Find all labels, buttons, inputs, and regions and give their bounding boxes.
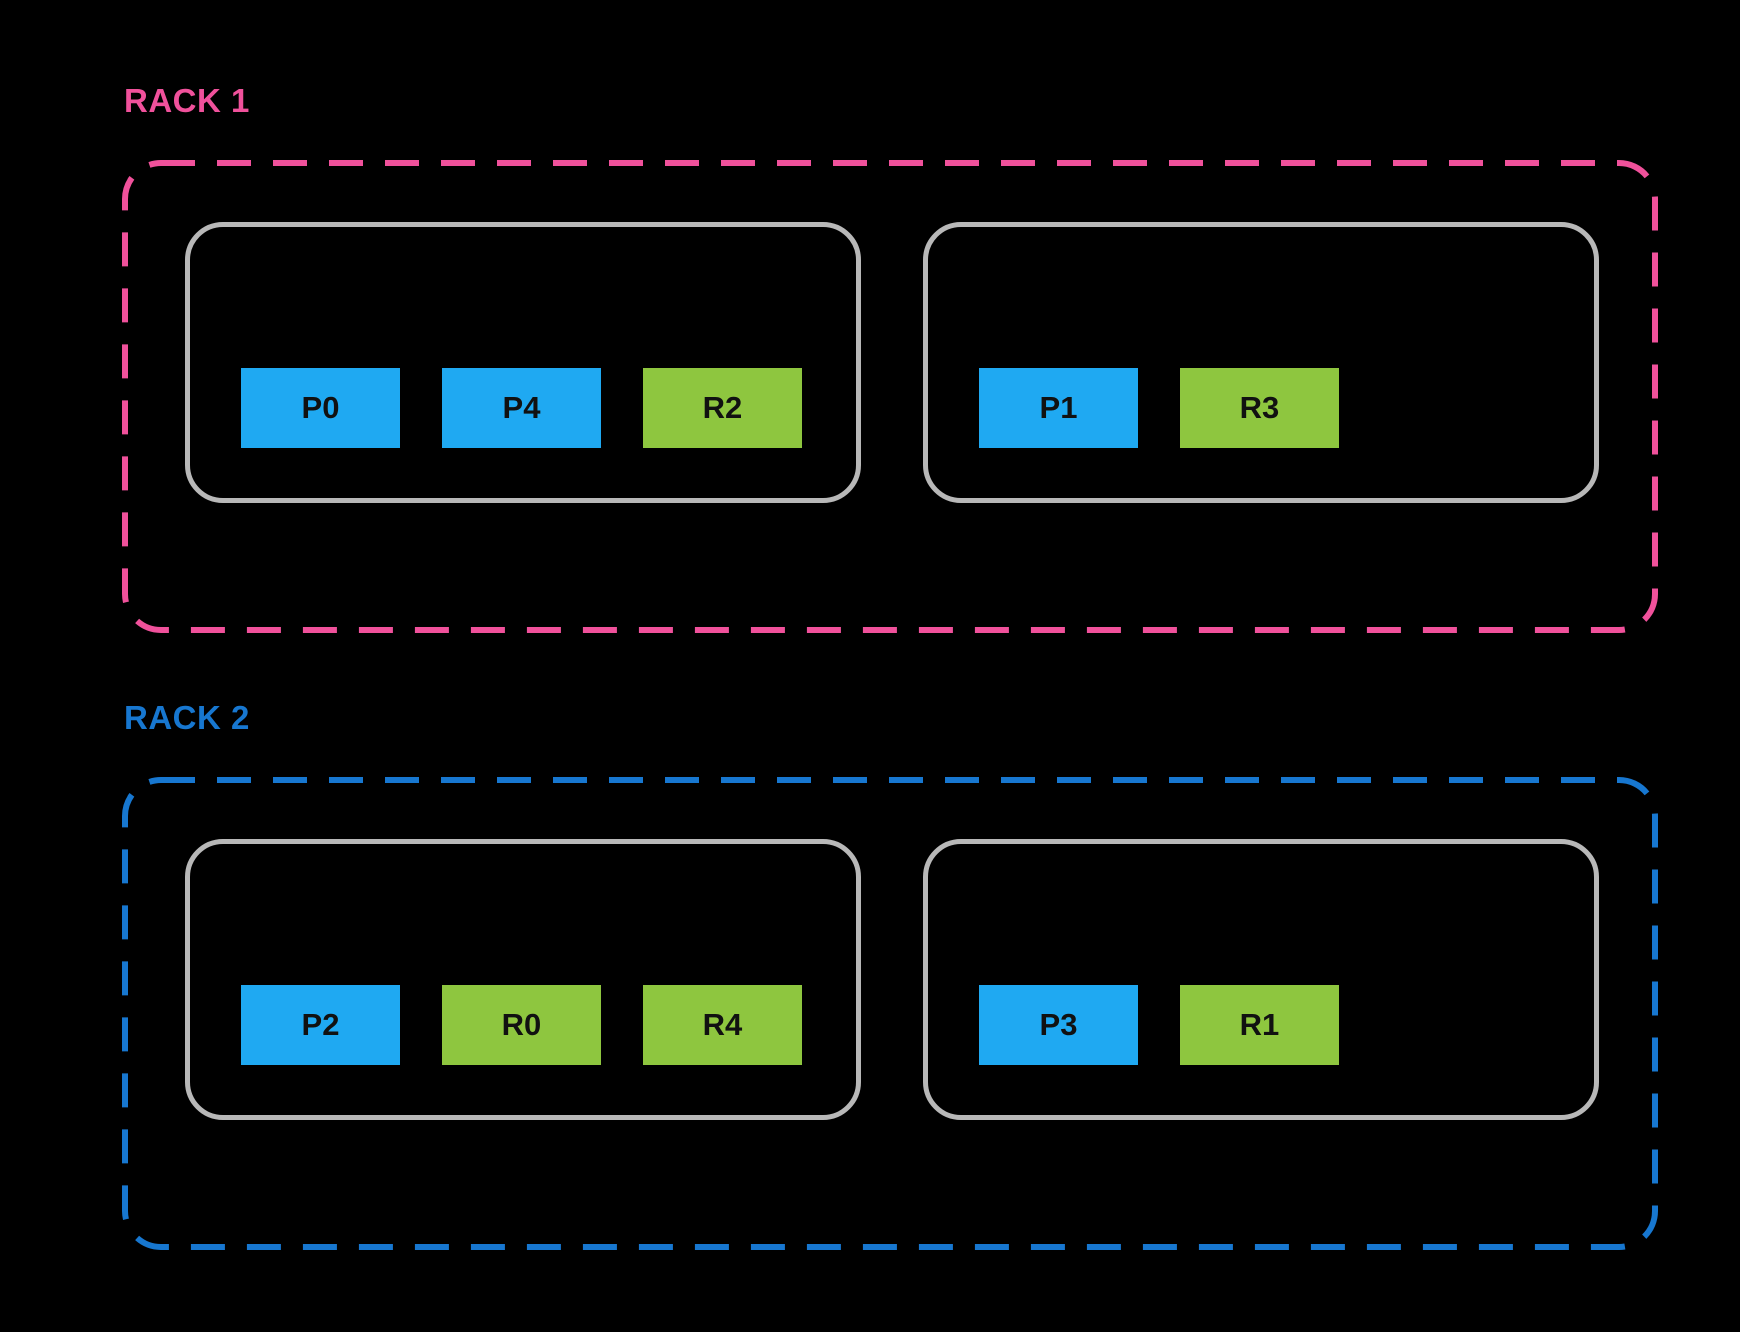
rack1-container: P0 P4 R2 P1 R3: [122, 160, 1658, 633]
rack1-border-rect: [122, 160, 1658, 633]
rack1-node-1: P0 P4 R2: [185, 222, 861, 503]
rack2-container: P2 R0 R4 P3 R1: [122, 777, 1658, 1250]
rack1-label: RACK 1: [124, 82, 250, 119]
box-r3: R3: [1180, 368, 1339, 448]
rack1-node-1-boxes: P0 P4 R2: [241, 368, 802, 448]
rack2-node-1-boxes: P2 R0 R4: [241, 985, 802, 1065]
box-r2: R2: [643, 368, 802, 448]
box-r1: R1: [1180, 985, 1339, 1065]
rack2-dashed-border: [122, 777, 1658, 1250]
rack2-node-1: P2 R0 R4: [185, 839, 861, 1120]
box-p0: P0: [241, 368, 400, 448]
box-p1: P1: [979, 368, 1138, 448]
box-p4: P4: [442, 368, 601, 448]
rack1-node-2: P1 R3: [923, 222, 1599, 503]
rack1-dashed-border: [122, 160, 1658, 633]
box-p2: P2: [241, 985, 400, 1065]
rack2-node-2: P3 R1: [923, 839, 1599, 1120]
rack2-label: RACK 2: [124, 699, 250, 736]
rack2-border-rect: [122, 777, 1658, 1250]
box-p3: P3: [979, 985, 1138, 1065]
rack2-node-2-boxes: P3 R1: [979, 985, 1339, 1065]
box-r0: R0: [442, 985, 601, 1065]
rack1-node-2-boxes: P1 R3: [979, 368, 1339, 448]
box-r4: R4: [643, 985, 802, 1065]
